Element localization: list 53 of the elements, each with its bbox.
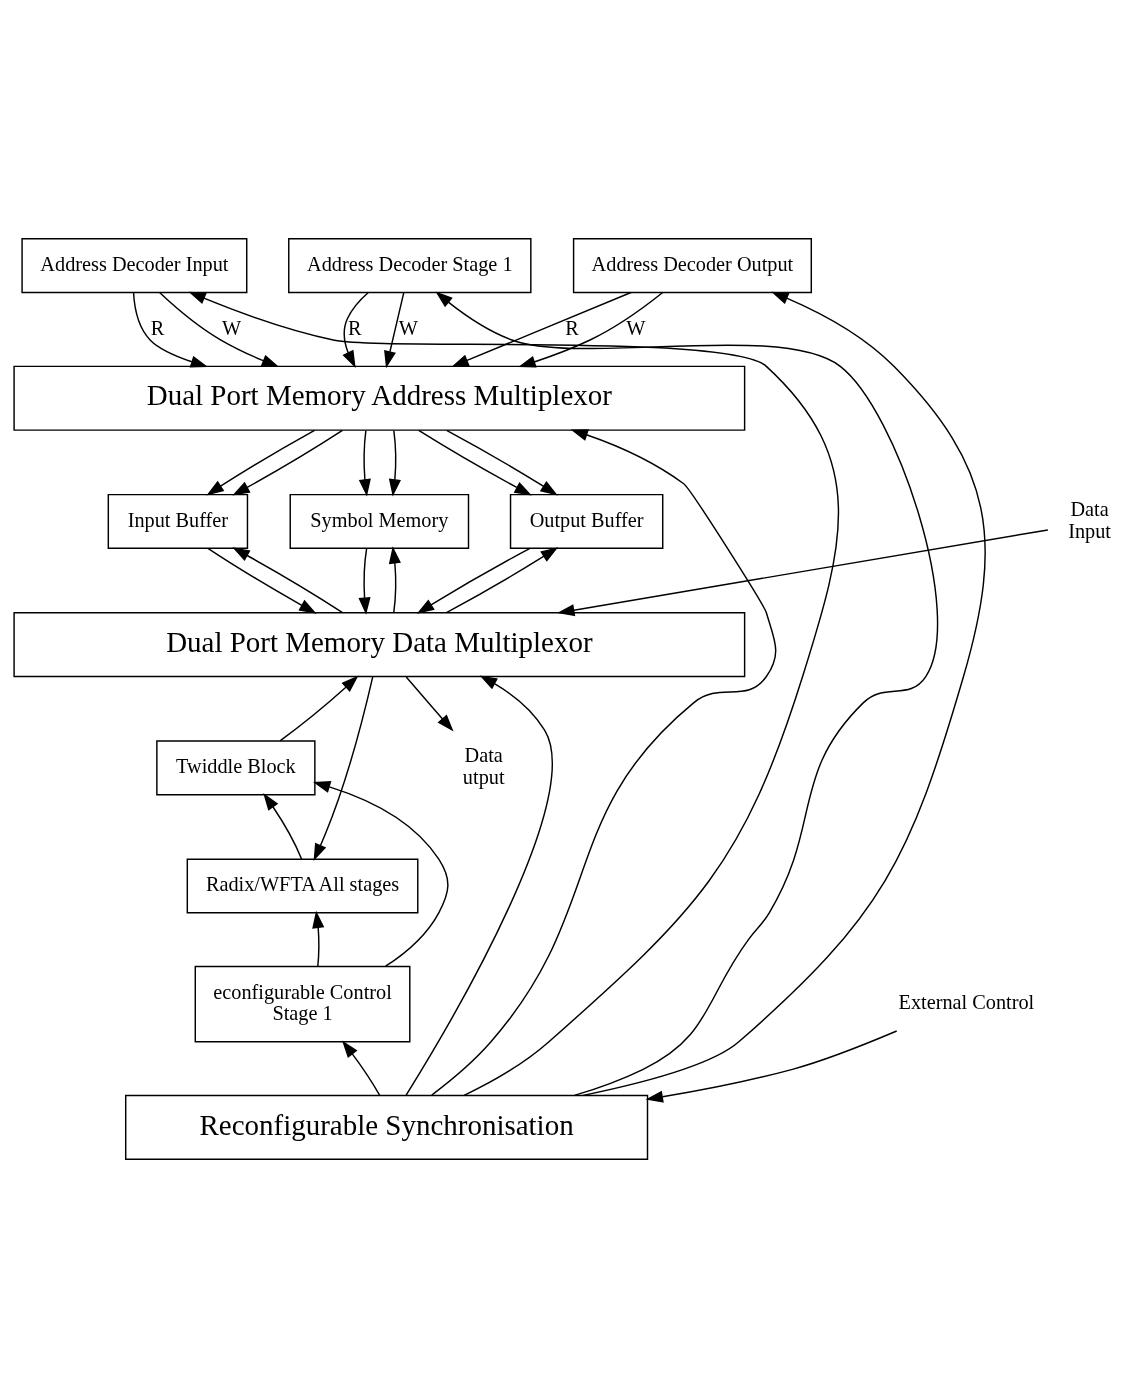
arrow — [418, 429, 532, 496]
arrow — [557, 529, 1049, 617]
arrow — [232, 429, 344, 496]
arrow — [207, 547, 317, 614]
arrow — [188, 291, 840, 1097]
edge-label: W — [221, 316, 242, 339]
arrow — [279, 675, 359, 742]
arrow — [358, 547, 371, 615]
arrow — [445, 429, 558, 496]
arrow — [582, 291, 986, 1097]
node-box: Dual Port Memory Address Multiplexor — [13, 365, 746, 431]
node-box: Radix/WFTA All stages — [186, 858, 419, 914]
arrow — [405, 675, 553, 1096]
arrow — [342, 1040, 381, 1097]
arrow — [358, 429, 371, 497]
arrow — [388, 546, 401, 614]
arrow — [206, 429, 316, 496]
arrow — [313, 675, 374, 862]
node-text: Data Input — [1068, 497, 1111, 542]
arrow — [388, 429, 401, 497]
node-box: Symbol Memory — [289, 493, 470, 549]
arrow — [263, 793, 303, 860]
node-box: Dual Port Memory Data Multiplexor — [13, 612, 746, 678]
edge-label: R — [150, 316, 165, 339]
arrow — [518, 291, 664, 368]
arrow — [445, 547, 559, 614]
arrow — [232, 547, 344, 614]
node-text: Data utput — [462, 744, 505, 789]
arrow — [451, 291, 632, 367]
node-box: Input Buffer — [107, 493, 249, 549]
node-box: Output Buffer — [509, 493, 664, 549]
arrow — [405, 676, 454, 732]
arrow — [313, 781, 449, 967]
edge-label: W — [398, 316, 418, 339]
arrow — [416, 547, 531, 614]
arrow — [645, 1030, 898, 1103]
node-text: External Control — [898, 991, 1035, 1014]
arrow — [132, 291, 209, 368]
edge-label: R — [565, 316, 579, 339]
arrow — [342, 292, 369, 368]
node-box: econfigurable Control Stage 1 — [194, 965, 411, 1043]
arrow — [384, 291, 405, 369]
node-box: Address Decoder Stage 1 — [288, 238, 532, 294]
arrow — [435, 291, 938, 1097]
node-box: Address Decoder Input — [21, 238, 248, 294]
arrow — [158, 291, 280, 368]
node-box: Reconfigurable Synchronisation — [125, 1094, 649, 1160]
node-box: Twiddle Block — [156, 740, 316, 796]
arrow — [431, 429, 777, 1096]
node-box: Address Decoder Output — [572, 238, 813, 294]
arrow — [312, 910, 325, 967]
edge-label: W — [626, 316, 646, 339]
edge-label: R — [347, 316, 362, 339]
